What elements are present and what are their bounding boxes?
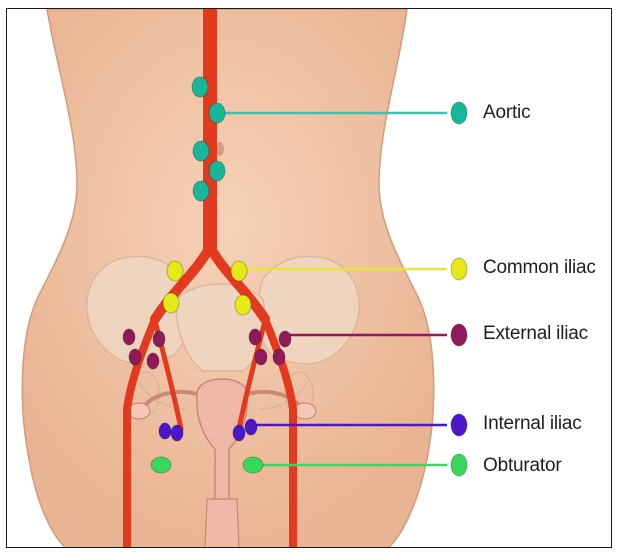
lymph-node-internal-iliac	[233, 425, 245, 441]
diagram-frame: Aortic Common iliac External iliac Inter…	[6, 8, 612, 548]
legend-marker-aortic	[451, 102, 467, 124]
lymph-node-obturator	[243, 457, 263, 473]
legend-marker-internal-iliac	[451, 414, 467, 436]
label-aortic: Aortic	[483, 102, 530, 124]
lymph-node-common-iliac	[231, 261, 247, 281]
lymph-node-aortic	[193, 141, 209, 161]
lymph-node-external-iliac	[255, 349, 267, 365]
lymph-node-aortic	[209, 161, 225, 181]
lymph-node-external-iliac	[129, 349, 141, 365]
lymph-node-aortic	[193, 181, 209, 201]
lymph-node-external-iliac	[279, 331, 291, 347]
lymph-node-external-iliac	[123, 329, 135, 345]
legend-marker-external-iliac	[451, 324, 467, 346]
lymph-node-common-iliac	[235, 295, 251, 315]
navel	[216, 142, 224, 156]
legend-marker-common-iliac	[451, 258, 467, 280]
label-internal-iliac: Internal iliac	[483, 413, 582, 435]
label-common-iliac: Common iliac	[483, 257, 596, 279]
lymph-node-internal-iliac	[245, 419, 257, 435]
label-external-iliac: External iliac	[483, 323, 588, 345]
lymph-node-internal-iliac	[171, 425, 183, 441]
label-obturator: Obturator	[483, 455, 561, 477]
lymph-node-external-iliac	[153, 331, 165, 347]
lymph-node-aortic	[209, 103, 225, 123]
lymph-node-obturator	[151, 457, 171, 473]
lymph-node-external-iliac	[249, 329, 261, 345]
legend-marker-obturator	[451, 454, 467, 476]
lymph-node-common-iliac	[167, 261, 183, 281]
lymph-node-common-iliac	[163, 293, 179, 313]
lymph-node-aortic	[192, 77, 208, 97]
lymph-node-external-iliac	[273, 349, 285, 365]
legend-markers	[451, 102, 467, 476]
lymph-node-external-iliac	[147, 353, 159, 369]
lymph-node-internal-iliac	[159, 423, 171, 439]
